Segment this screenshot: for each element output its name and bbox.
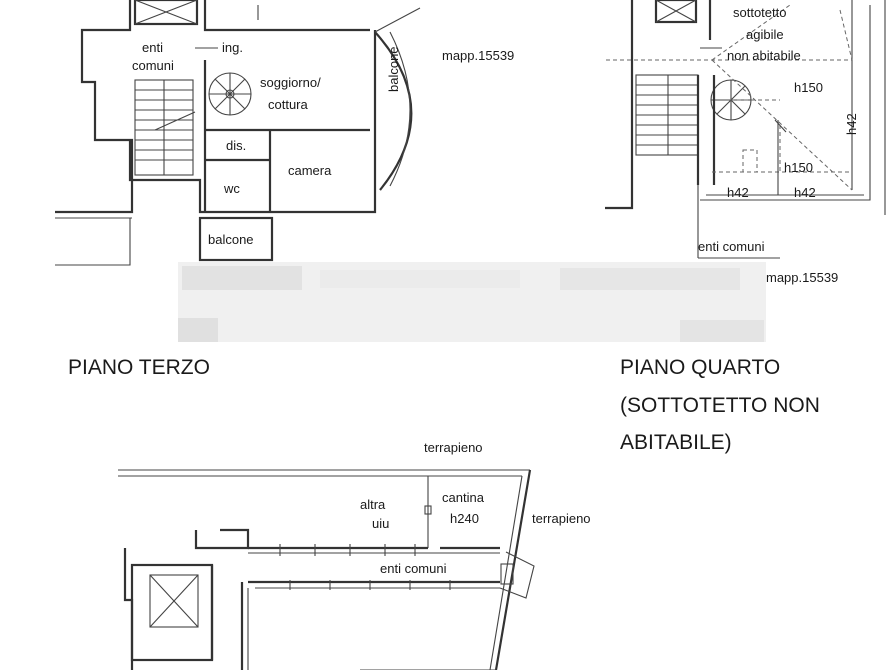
basement-plan	[118, 469, 535, 670]
floor4-h42-left-label: h42	[727, 185, 749, 200]
floor3-balcone-side-label: balcone	[386, 46, 401, 92]
floor3-title: PIANO TERZO	[68, 356, 210, 379]
floor3-dis-label: dis.	[226, 138, 246, 153]
basement-altra-uiu-label-2: uiu	[372, 516, 389, 531]
floor3-soggiorno-label-1: soggiorno/	[260, 75, 321, 90]
floor4-h150-top-label: h150	[794, 80, 823, 95]
floor3-parcel-label: mapp.15539	[442, 48, 514, 63]
floor4-title-line2: (SOTTOTETTO NON	[620, 394, 820, 417]
floor4-parcel-label: mapp.15539	[766, 270, 838, 285]
basement-cantina-label-1: cantina	[442, 490, 485, 505]
basement-terrapieno-top-label: terrapieno	[424, 440, 483, 455]
basement-enti-comuni-label: enti comuni	[380, 561, 447, 576]
floor3-enti-comuni-label-1: enti	[142, 40, 163, 55]
floor4-sottotetto-label-3: non abitabile	[727, 48, 801, 63]
floor3-camera-label: camera	[288, 163, 332, 178]
basement-terrapieno-right-label: terrapieno	[532, 511, 591, 526]
floor3-plan	[55, 0, 421, 266]
floor3-balcone-front-label: balcone	[208, 232, 254, 247]
floor4-h42-right-label: h42	[794, 185, 816, 200]
floor4-h150-bottom-label: h150	[784, 160, 813, 175]
basement-altra-uiu-label-1: altra	[360, 497, 386, 512]
floor3-soggiorno-label-2: cottura	[268, 97, 309, 112]
floor4-title-line3: ABITABILE)	[620, 431, 732, 454]
redacted-area	[178, 262, 766, 342]
floor4-sottotetto-label-1: sottotetto	[733, 5, 786, 20]
floor4-title-line1: PIANO QUARTO	[620, 356, 780, 379]
floor4-enti-comuni-label: enti comuni	[698, 239, 765, 254]
floor3-wc-label: wc	[223, 181, 240, 196]
basement-cantina-label-2: h240	[450, 511, 479, 526]
floor3-enti-comuni-label-2: comuni	[132, 58, 174, 73]
floor4-sottotetto-label-2: agibile	[746, 27, 784, 42]
floor4-plan	[605, 0, 886, 259]
floor3-ingresso-label: ing.	[222, 40, 243, 55]
floor4-h42-vertical-label: h42	[844, 113, 859, 135]
